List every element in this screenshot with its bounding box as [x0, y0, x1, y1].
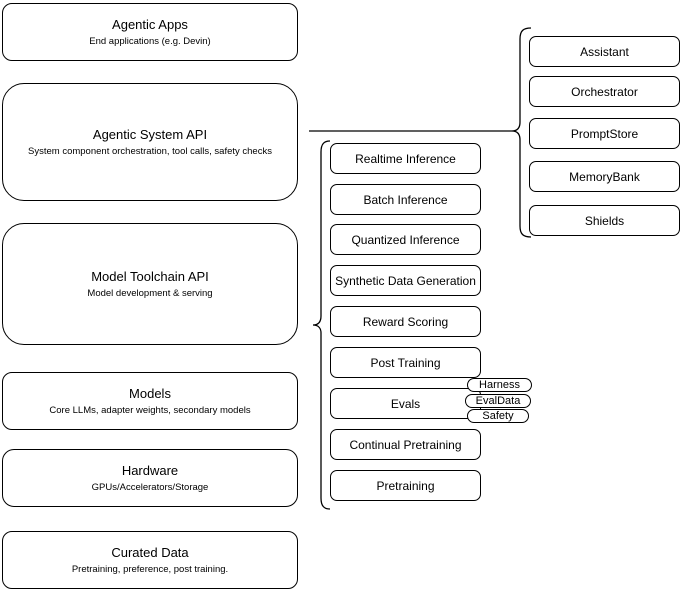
- pill-harness: Harness: [467, 378, 532, 392]
- box-subtitle: GPUs/Accelerators/Storage: [91, 481, 209, 493]
- box-subtitle: End applications (e.g. Devin): [89, 35, 211, 47]
- box-title: Agentic Apps: [112, 16, 188, 32]
- box-promptstore: PromptStore: [529, 118, 680, 149]
- box-post-training: Post Training: [330, 347, 481, 378]
- box-models: Models Core LLMs, adapter weights, secon…: [2, 372, 298, 430]
- box-title: Hardware: [121, 462, 179, 478]
- box-shields: Shields: [529, 205, 680, 236]
- toolchain-components-brace: [312, 140, 331, 510]
- box-subtitle: Pretraining, preference, post training.: [71, 563, 229, 575]
- box-agentic-system-api: Agentic System API System component orch…: [2, 83, 298, 201]
- box-subtitle: System component orchestration, tool cal…: [28, 145, 272, 157]
- box-pretraining: Pretraining: [330, 470, 481, 501]
- box-realtime-inference: Realtime Inference: [330, 143, 481, 174]
- box-memorybank: MemoryBank: [529, 161, 680, 192]
- box-orchestrator: Orchestrator: [529, 76, 680, 107]
- box-title: Models: [129, 385, 171, 401]
- box-title: Agentic System API: [92, 126, 208, 142]
- box-title: Model Toolchain API: [91, 268, 209, 284]
- pill-safety: Safety: [467, 409, 529, 423]
- box-assistant: Assistant: [529, 36, 680, 67]
- box-synthetic-data-generation: Synthetic Data Generation: [330, 265, 481, 296]
- box-curated-data: Curated Data Pretraining, preference, po…: [2, 531, 298, 589]
- box-model-toolchain-api: Model Toolchain API Model development & …: [2, 223, 298, 345]
- box-agentic-apps: Agentic Apps End applications (e.g. Devi…: [2, 3, 298, 61]
- box-batch-inference: Batch Inference: [330, 184, 481, 215]
- box-continual-pretraining: Continual Pretraining: [330, 429, 481, 460]
- pill-evaldata: EvalData: [465, 394, 531, 408]
- box-title: Curated Data: [111, 544, 189, 560]
- box-evals: Evals: [330, 388, 481, 419]
- box-hardware: Hardware GPUs/Accelerators/Storage: [2, 449, 298, 507]
- box-reward-scoring: Reward Scoring: [330, 306, 481, 337]
- box-subtitle: Core LLMs, adapter weights, secondary mo…: [49, 404, 251, 416]
- box-quantized-inference: Quantized Inference: [330, 224, 481, 255]
- box-subtitle: Model development & serving: [87, 287, 213, 299]
